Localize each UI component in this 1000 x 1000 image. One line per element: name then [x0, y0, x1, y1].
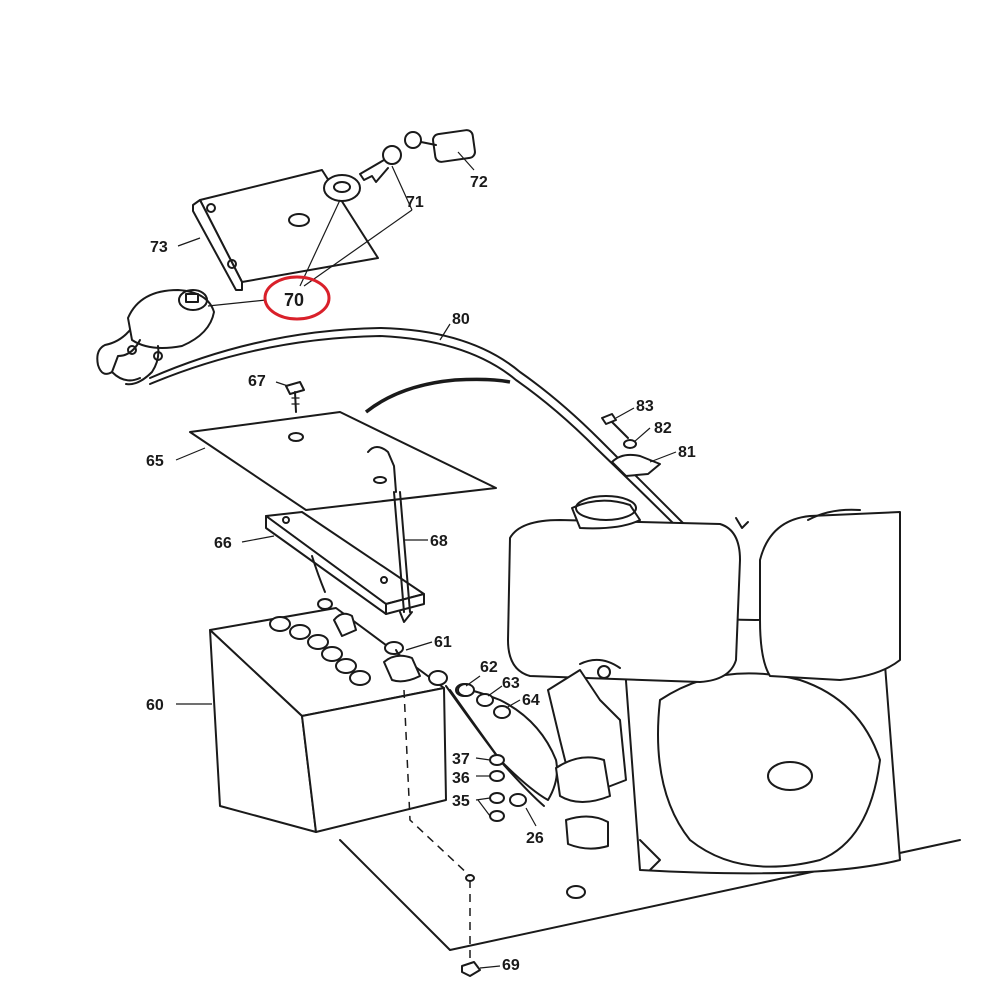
leader-lines	[175, 151, 677, 969]
spare-key	[359, 145, 402, 183]
callout-62: 62	[480, 659, 498, 676]
callout-80: 80	[452, 311, 470, 328]
callout-81: 81	[678, 444, 696, 461]
callout-64: 64	[522, 692, 540, 709]
battery-cover-plate	[189, 411, 497, 511]
cable-clip	[601, 413, 661, 477]
callout-70: 70	[284, 290, 304, 310]
switch-nut	[323, 174, 361, 202]
terminal-bolt	[383, 641, 421, 683]
callout-67: 67	[248, 373, 266, 390]
ignition-key	[404, 129, 476, 163]
callout-65: 65	[146, 453, 164, 470]
callout-71: 71	[406, 194, 424, 211]
callout-68: 68	[430, 533, 448, 550]
callout-66: 66	[214, 535, 232, 552]
callout-60: 60	[146, 697, 164, 714]
callout-63: 63	[502, 675, 520, 692]
callout-35: 35	[452, 793, 470, 810]
bolt-67	[285, 381, 305, 413]
battery	[209, 607, 447, 833]
callout-26: 26	[526, 830, 544, 847]
strap-hardware	[489, 754, 505, 822]
callout-37: 37	[452, 751, 470, 768]
battery-caps	[269, 616, 371, 686]
callout-labels: 72 71 73 80 67 83 82 81 65 66 68 61 60 6…	[146, 174, 696, 974]
base-plate	[339, 689, 961, 960]
engine	[507, 495, 901, 875]
highlight-circle	[263, 275, 331, 321]
callout-82: 82	[654, 420, 672, 437]
callout-83: 83	[636, 398, 654, 415]
callout-69: 69	[502, 957, 520, 974]
callout-73: 73	[150, 239, 168, 256]
hold-down-rod	[393, 491, 413, 623]
callout-72: 72	[470, 174, 488, 191]
battery-clamp-bar	[265, 511, 425, 615]
ignition-switch	[96, 289, 215, 386]
terminal-hardware	[457, 683, 511, 719]
callout-36: 36	[452, 770, 470, 787]
nut-69	[461, 961, 481, 977]
callout-61: 61	[434, 634, 452, 651]
